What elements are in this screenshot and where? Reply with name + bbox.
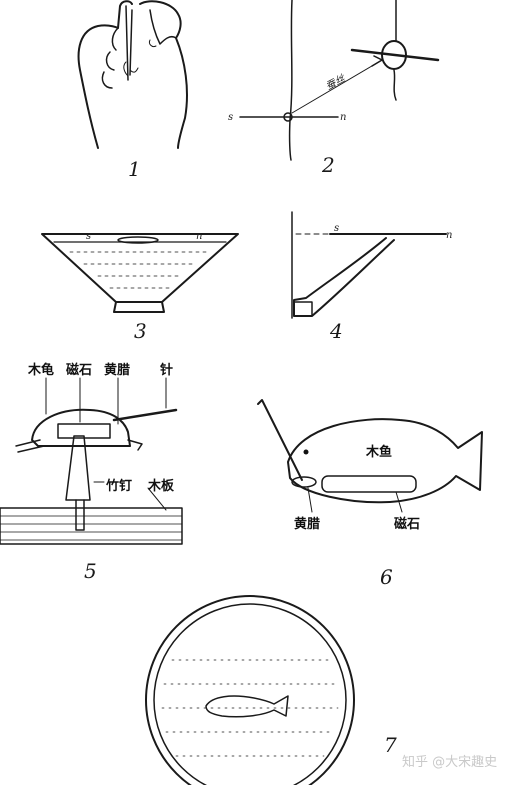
divider-line <box>288 0 293 161</box>
fig7-number: 7 <box>384 733 397 757</box>
fig5-number: 5 <box>84 559 97 583</box>
fig3-bowl <box>41 233 239 313</box>
fig4-number: 4 <box>329 319 343 343</box>
fig1-number: 1 <box>128 157 141 181</box>
fig5-label-needle: 针 <box>159 362 173 378</box>
fig7-floating-fish <box>205 695 289 718</box>
fig3-pole-s: s <box>86 231 91 242</box>
fig3-number: 3 <box>134 319 147 343</box>
fig4-bowl-edge <box>291 211 447 319</box>
fig2-pole-n: n <box>340 112 346 123</box>
fig2-annotation: 蚕丝 <box>324 72 348 92</box>
fig7-basin <box>145 595 355 785</box>
fig5-label-wood-turtle: 木龟 <box>27 362 54 378</box>
fig1-hand <box>77 0 188 149</box>
fig5-label-bamboo-nail: 竹钉 <box>105 478 132 494</box>
fig2-suspended-needle <box>239 0 440 122</box>
fig6-label-wax: 黄腊 <box>294 516 320 532</box>
fig2-number: 2 <box>321 153 335 177</box>
fig5-label-magnet: 磁石 <box>66 362 92 378</box>
watermark: 知乎 @大宋趣史 <box>402 754 497 770</box>
fig5-label-board: 木板 <box>147 478 175 494</box>
fig3-pole-n: n <box>196 231 202 242</box>
fig2-pole-s: s <box>228 112 233 123</box>
fig4-pole-n: n <box>446 230 452 241</box>
fig6-wood-fish <box>257 399 483 513</box>
fig6-label-wood-fish: 木鱼 <box>365 444 392 460</box>
fig5-wood-turtle <box>0 377 183 545</box>
fig6-number: 6 <box>380 565 393 589</box>
fig6-label-magnet: 磁石 <box>394 516 420 532</box>
fig6-fish-eye <box>303 449 309 455</box>
fig5-label-wax: 黄腊 <box>104 362 130 378</box>
fig4-pole-s: s <box>334 223 339 234</box>
